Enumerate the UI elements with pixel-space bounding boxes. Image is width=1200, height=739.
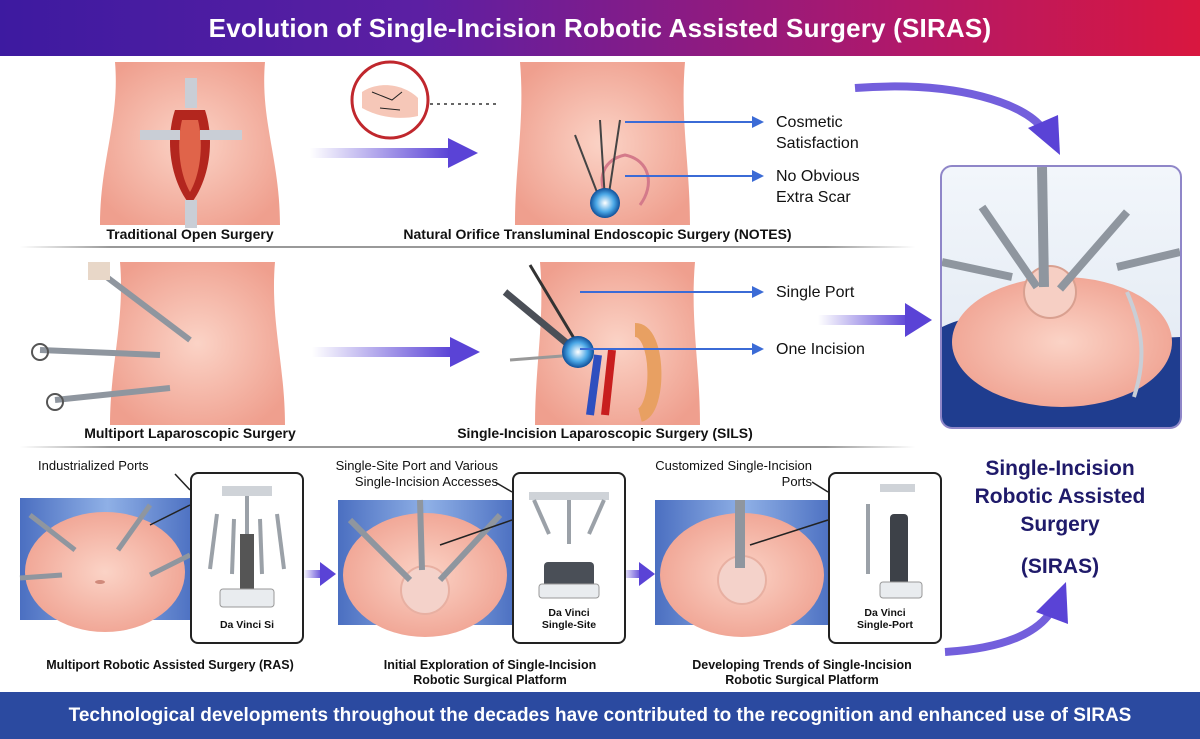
footer-banner: Technological developments throughout th… xyxy=(0,692,1200,739)
multiport-laparoscopic-caption: Multiport Laparoscopic Surgery xyxy=(84,425,296,441)
ports-label-customized: Customized Single-Incision Ports xyxy=(655,458,812,489)
notes-caption: Natural Orifice Transluminal Endoscopic … xyxy=(403,226,792,242)
callout-pointer-3 xyxy=(811,481,829,493)
siras-svg xyxy=(942,167,1180,427)
page-title: Evolution of Single-Incision Robotic Ass… xyxy=(208,12,992,43)
sils-caption: Single-Incision Laparoscopic Surgery (SI… xyxy=(457,425,753,441)
da-vinci-si-robot-icon xyxy=(208,486,286,608)
ports-label-single-site: Single-Site Port and Various Single-Inci… xyxy=(335,458,498,489)
arrow-benefit-single-port xyxy=(580,286,764,298)
sils-illustration xyxy=(502,262,700,425)
multiport-laparoscopic-illustration xyxy=(31,262,285,425)
ras-patient-illustration xyxy=(19,498,195,632)
robot-panel-da-vinci-single-site: Da Vinci Single-Site xyxy=(512,472,626,644)
callout-pointer-5 xyxy=(439,519,513,546)
benefit-no-scar: No Obvious Extra Scar xyxy=(776,168,860,206)
callout-pointer-2 xyxy=(494,481,513,493)
arrow-benefit-cosmetic xyxy=(625,116,764,128)
single-site-patient-illustration xyxy=(338,499,516,637)
robot-label-da-vinci-si: Da Vinci Si xyxy=(219,619,275,631)
da-vinci-single-port-robot-icon xyxy=(866,484,923,599)
siras-abbreviation: (SIRAS) xyxy=(1020,555,1100,578)
arrow-ras-to-single-site xyxy=(303,562,336,586)
da-vinci-single-site-robot-icon xyxy=(529,492,609,599)
arrow-benefit-scar xyxy=(625,170,764,182)
callout-pointer-6 xyxy=(749,519,829,546)
arrow-row2-to-siras xyxy=(818,303,932,337)
benefit-one-incision: One Incision xyxy=(776,341,865,358)
benefit-cosmetic: Cosmetic Satisfaction xyxy=(776,114,859,152)
siras-illustration xyxy=(940,165,1182,429)
row-separator-2 xyxy=(20,446,915,448)
robot-label-da-vinci-single-site: Da Vinci Single-Site xyxy=(541,607,597,631)
notes-inset-illustration xyxy=(350,60,430,140)
developing-trends-caption: Developing Trends of Single-Incision Rob… xyxy=(692,658,912,687)
arrow-row1-to-siras xyxy=(854,82,1060,155)
robot-panel-da-vinci-si: Da Vinci Si xyxy=(190,472,304,644)
open-surgery-illustration xyxy=(100,62,280,228)
arrow-row3-to-siras xyxy=(944,582,1068,656)
single-port-patient-illustration xyxy=(655,500,833,637)
open-surgery-caption: Traditional Open Surgery xyxy=(106,226,274,242)
ports-label-industrialized: Industrialized Ports xyxy=(38,458,149,473)
initial-exploration-caption: Initial Exploration of Single-Incision R… xyxy=(383,658,597,687)
ras-caption: Multiport Robotic Assisted Surgery (RAS) xyxy=(46,658,294,672)
arrow-open-to-notes xyxy=(310,138,478,168)
benefit-single-port: Single Port xyxy=(776,284,855,301)
notes-illustration xyxy=(515,62,690,225)
arrow-benefit-one-incision xyxy=(580,343,764,355)
footer-text: Technological developments throughout th… xyxy=(68,704,1132,726)
row-separator-1 xyxy=(20,246,915,248)
robot-label-da-vinci-single-port: Da Vinci Single-Port xyxy=(856,607,913,631)
arrow-multiport-to-sils xyxy=(312,337,480,367)
callout-pointer-1 xyxy=(174,473,191,491)
callout-pointer-4 xyxy=(149,504,191,526)
arrow-single-site-to-single-port xyxy=(622,562,655,586)
header-banner: Evolution of Single-Incision Robotic Ass… xyxy=(0,0,1200,56)
siras-title: Single-Incision Robotic Assisted Surgery xyxy=(974,457,1146,536)
robot-panel-da-vinci-single-port: Da Vinci Single-Port xyxy=(828,472,942,644)
